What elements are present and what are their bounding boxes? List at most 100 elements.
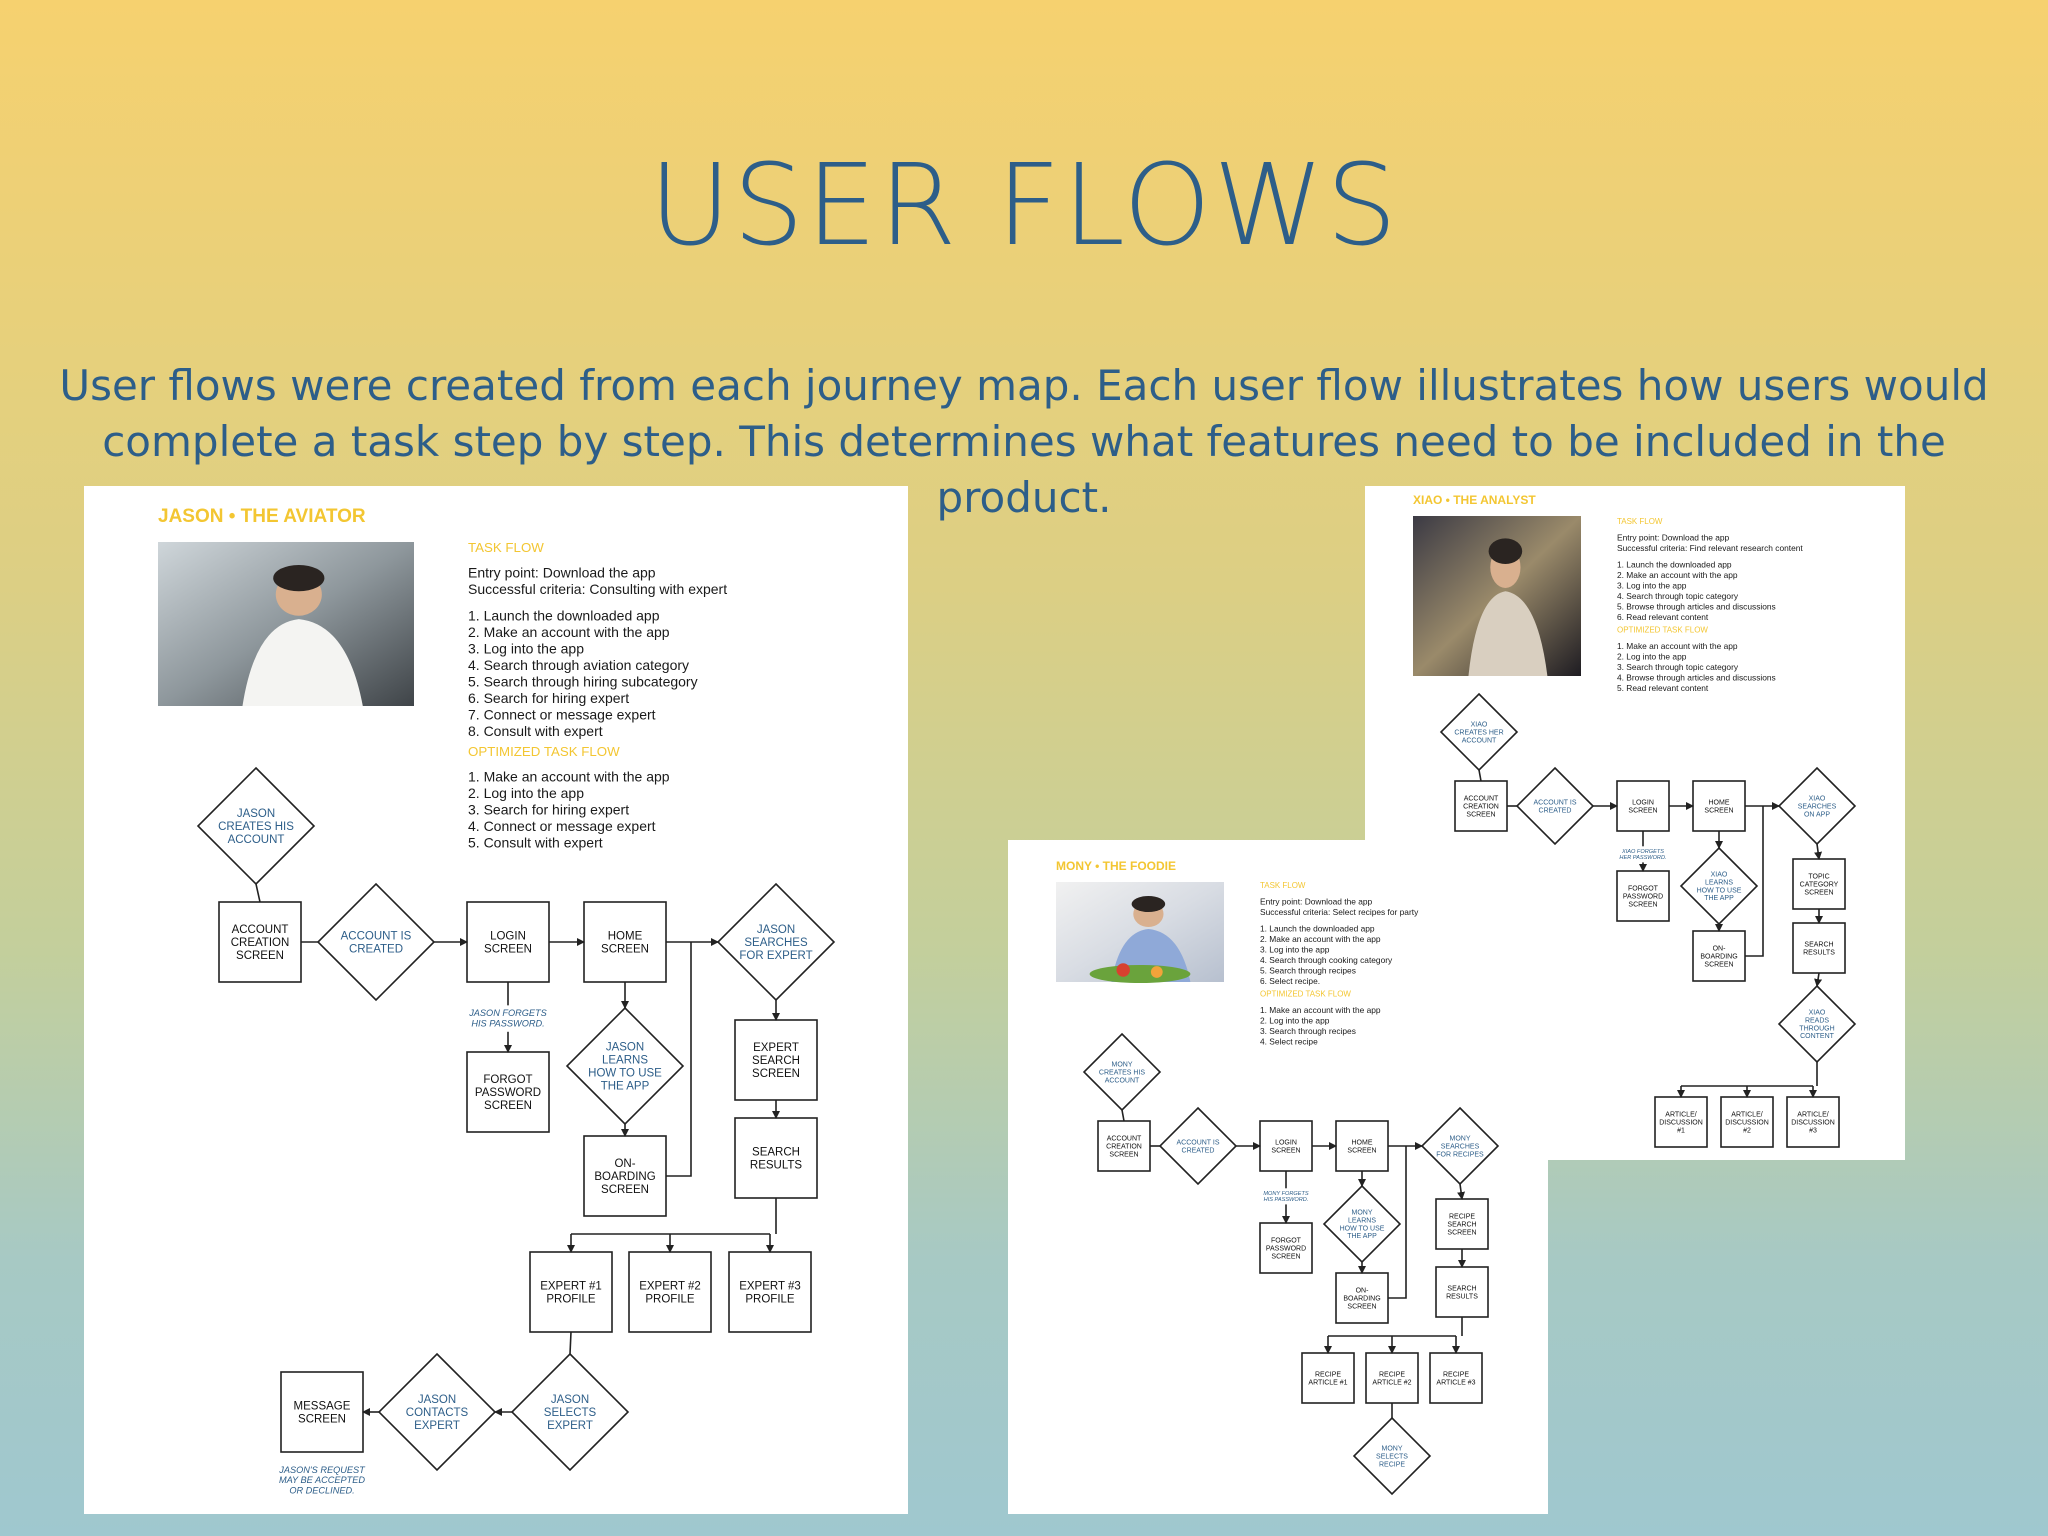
flow-decision-label: ACCOUNT bbox=[1462, 737, 1497, 744]
flow-decision-label: SELECTS bbox=[1376, 1453, 1408, 1460]
task-step: 3. Log into the app bbox=[468, 640, 584, 656]
flow-connector bbox=[1814, 972, 1823, 987]
flow-box-r1 bbox=[1654, 1096, 1708, 1148]
flow-box-label: CREATION bbox=[1463, 803, 1499, 810]
flow-decision-created bbox=[316, 882, 436, 1002]
flow-decision-label: CREATED bbox=[1182, 1147, 1215, 1154]
flow-box-label: PASSWORD bbox=[1623, 893, 1663, 900]
forgot-password-note: HIS PASSWORD. bbox=[471, 1018, 544, 1028]
flow-box-label: SCREEN bbox=[752, 1068, 800, 1080]
entry-criteria-line: Entry point: Download the app bbox=[468, 565, 656, 581]
flow-box-label: ON- bbox=[614, 1158, 635, 1170]
task-step: 4. Search through aviation category bbox=[468, 657, 689, 673]
flow-decision-label: JASON bbox=[551, 1394, 589, 1406]
flow-box-label: SEARCH bbox=[1447, 1286, 1476, 1293]
flow-box-label: SCREEN bbox=[601, 1184, 649, 1196]
flow-box-label: SCREEN bbox=[1628, 807, 1657, 814]
flow-box-label: EXPERT #2 bbox=[639, 1281, 701, 1293]
task-step: 5. Search through hiring subcategory bbox=[468, 673, 698, 689]
optimized-step: 4. Browse through articles and discussio… bbox=[1617, 672, 1776, 682]
task-step: 6. Select recipe. bbox=[1260, 976, 1320, 986]
flow-box-label: SCREEN bbox=[1704, 807, 1733, 814]
flow-box-label: #1 bbox=[1677, 1127, 1685, 1134]
flow-box-label: ARTICLE/ bbox=[1797, 1112, 1828, 1119]
flow-box-label: SEARCH bbox=[752, 1055, 800, 1067]
forgot-password-note: MONY FORGETS bbox=[1263, 1191, 1309, 1197]
flow-decision-label: CREATES HIS bbox=[218, 821, 294, 833]
flow-box-search_screen bbox=[1435, 1198, 1489, 1250]
flow-box-label: ARTICLE/ bbox=[1731, 1112, 1762, 1119]
flow-decision-label: MONY bbox=[1352, 1210, 1373, 1217]
task-step: 5. Search through recipes bbox=[1260, 966, 1356, 976]
flow-box-label: SCREEN bbox=[1804, 889, 1833, 896]
flow-decision-label: XIAO bbox=[1809, 796, 1826, 803]
subtitle-line-2: complete a task step by step. This deter… bbox=[102, 417, 1946, 522]
flow-decision-label: THE APP bbox=[1704, 895, 1734, 902]
flow-decision-label: HOW TO USE bbox=[588, 1067, 662, 1079]
flow-connector bbox=[255, 883, 261, 903]
flow-connector bbox=[1814, 843, 1823, 860]
flow-box-label: RESULTS bbox=[1803, 949, 1835, 956]
flow-box-label: ON- bbox=[1356, 1288, 1370, 1295]
flow-decision-label: HOW TO USE bbox=[1340, 1225, 1385, 1232]
flow-box-label: RECIPE bbox=[1443, 1372, 1469, 1379]
flow-box-label: LOGIN bbox=[1275, 1140, 1297, 1147]
flow-box-label: SCREEN bbox=[1271, 1147, 1300, 1154]
flow-decision-label: SEARCHES bbox=[1798, 803, 1837, 810]
flow-decision-label: RECIPE bbox=[1379, 1461, 1405, 1468]
flow-box-creation bbox=[1454, 780, 1508, 832]
flow-decision-label: ACCOUNT bbox=[228, 834, 285, 846]
optimized-step: 3. Search through recipes bbox=[1260, 1026, 1356, 1036]
flow-box-label: DISCUSSION bbox=[1791, 1119, 1835, 1126]
flow-box-label: SCREEN bbox=[1704, 961, 1733, 968]
task-step: 3. Log into the app bbox=[1260, 945, 1330, 955]
flow-box-label: HOME bbox=[1352, 1140, 1373, 1147]
flow-connector bbox=[1121, 1109, 1125, 1122]
flow-decision-label: JASON bbox=[418, 1394, 456, 1406]
flow-connector bbox=[1388, 1146, 1407, 1299]
entry-criteria-line: Entry point: Download the app bbox=[1617, 532, 1730, 542]
flow-decision-label: JASON bbox=[237, 808, 275, 820]
flow-box-r2 bbox=[1365, 1352, 1419, 1404]
flow-decision-label: JASON bbox=[606, 1042, 644, 1054]
flow-decision-label: ACCOUNT IS bbox=[1533, 800, 1576, 807]
flow-box-r3 bbox=[728, 1251, 812, 1333]
flow-box-label: CREATION bbox=[231, 937, 290, 949]
forgot-password-note: HER PASSWORD. bbox=[1619, 855, 1666, 861]
flow-decision-label: SEARCHES bbox=[1441, 1143, 1480, 1150]
flow-box-label: #2 bbox=[1743, 1127, 1751, 1134]
flow-box-label: RESULTS bbox=[1446, 1293, 1478, 1300]
optimized-step: 5. Consult with expert bbox=[468, 834, 603, 850]
optimized-step: 3. Search for hiring expert bbox=[468, 801, 629, 817]
flow-connector bbox=[666, 942, 692, 1177]
task-step: 2. Make an account with the app bbox=[1260, 934, 1381, 944]
flow-decision-label: THE APP bbox=[601, 1080, 650, 1092]
aviator-photo bbox=[158, 542, 414, 706]
flow-connector bbox=[1478, 769, 1482, 782]
flow-box-label: ARTICLE #3 bbox=[1436, 1379, 1475, 1386]
flow-decision-label: READS bbox=[1805, 1018, 1829, 1025]
forgot-password-note: XIAO FORGETS bbox=[1621, 849, 1664, 855]
flow-connector bbox=[569, 1331, 572, 1355]
flow-box-label: PASSWORD bbox=[1266, 1245, 1306, 1252]
task-step: 4. Search through topic category bbox=[1617, 591, 1739, 601]
flow-decision-label: HOW TO USE bbox=[1697, 887, 1742, 894]
flow-box-label: PASSWORD bbox=[475, 1087, 541, 1099]
task-flow-heading: OPTIMIZED TASK FLOW bbox=[1260, 990, 1351, 999]
flow-box-label: SCREEN bbox=[484, 943, 532, 955]
flow-box-r3 bbox=[1786, 1096, 1840, 1148]
flow-box-label: BOARDING bbox=[594, 1171, 655, 1183]
task-flow-heading: OPTIMIZED TASK FLOW bbox=[1617, 626, 1708, 635]
optimized-step: 3. Search through topic category bbox=[1617, 662, 1739, 672]
flow-decision-label: XIAO bbox=[1809, 1010, 1826, 1017]
flow-box-label: ARTICLE #2 bbox=[1372, 1379, 1411, 1386]
task-step: 7. Connect or message expert bbox=[468, 706, 656, 722]
task-step: 1. Launch the downloaded app bbox=[1260, 924, 1375, 934]
analyst-photo bbox=[1413, 516, 1581, 676]
task-flow-heading: OPTIMIZED TASK FLOW bbox=[468, 744, 620, 759]
flow-box-label: SCREEN bbox=[1347, 1303, 1376, 1310]
task-step: 8. Consult with expert bbox=[468, 723, 603, 739]
flow-box-login bbox=[466, 901, 550, 983]
